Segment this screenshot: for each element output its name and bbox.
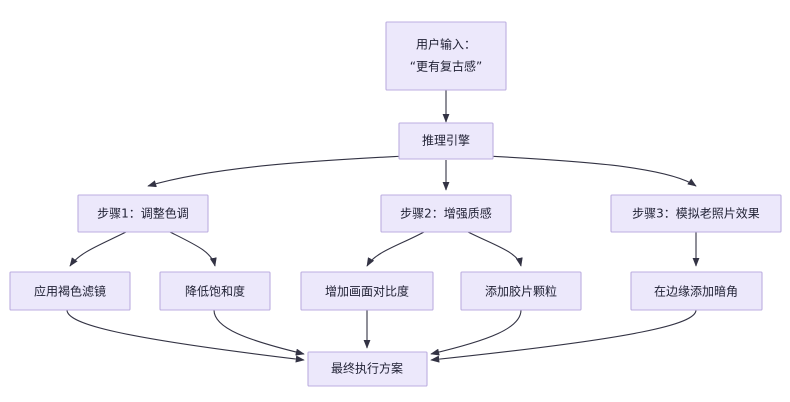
node-step3[interactable]: 步骤3：模拟老照片效果 [610,194,782,233]
node-leaf2[interactable]: 降低饱和度 [159,271,271,311]
node-leaf2-label: 降低饱和度 [185,284,245,299]
node-leaf5[interactable]: 在边缘添加暗角 [630,271,763,311]
node-step2-label: 步骤2：增强质感 [400,206,492,221]
node-final-label: 最终执行方案 [331,361,403,376]
node-final[interactable]: 最终执行方案 [307,351,428,387]
node-step2[interactable]: 步骤2：增强质感 [380,194,512,233]
node-engine-label: 推理引擎 [422,133,470,148]
node-leaf5-label: 在边缘添加暗角 [654,284,738,299]
node-user-input-label-line2: “更有复古感” [410,59,482,74]
node-leaf3[interactable]: 增加画面对比度 [300,271,434,311]
edge-engine-to-step1 [147,155,406,188]
edge-engine-to-step3 [486,155,697,187]
node-step1-label: 步骤1：调整色调 [97,206,189,221]
edge-step2-to-leaf4 [467,231,523,267]
edge-step1-to-leaf2 [169,231,217,267]
node-engine[interactable]: 推理引擎 [398,122,494,160]
node-step1[interactable]: 步骤1：调整色调 [77,194,209,233]
node-leaf4[interactable]: 添加胶片颗粒 [460,271,582,311]
edge-leaf1-to-final [66,309,305,363]
node-user-input-label-line1: 用户输入： [416,37,476,52]
node-leaf1[interactable]: 应用褐色滤镜 [9,271,131,311]
node-leaf1-label: 应用褐色滤镜 [34,284,106,299]
edge-leaf4-to-final [430,309,522,356]
node-leaf3-label: 增加画面对比度 [325,284,409,299]
edge-leaf2-to-final [213,309,305,356]
edge-step1-to-leaf1 [69,231,127,267]
node-step3-label: 步骤3：模拟老照片效果 [632,206,760,221]
edge-leaf5-to-final [430,309,697,363]
node-user-input[interactable]: 用户输入： “更有复古感” [385,21,507,91]
node-leaf4-label: 添加胶片颗粒 [485,284,557,299]
edge-layer [66,90,700,363]
edge-step2-to-leaf3 [366,231,425,267]
